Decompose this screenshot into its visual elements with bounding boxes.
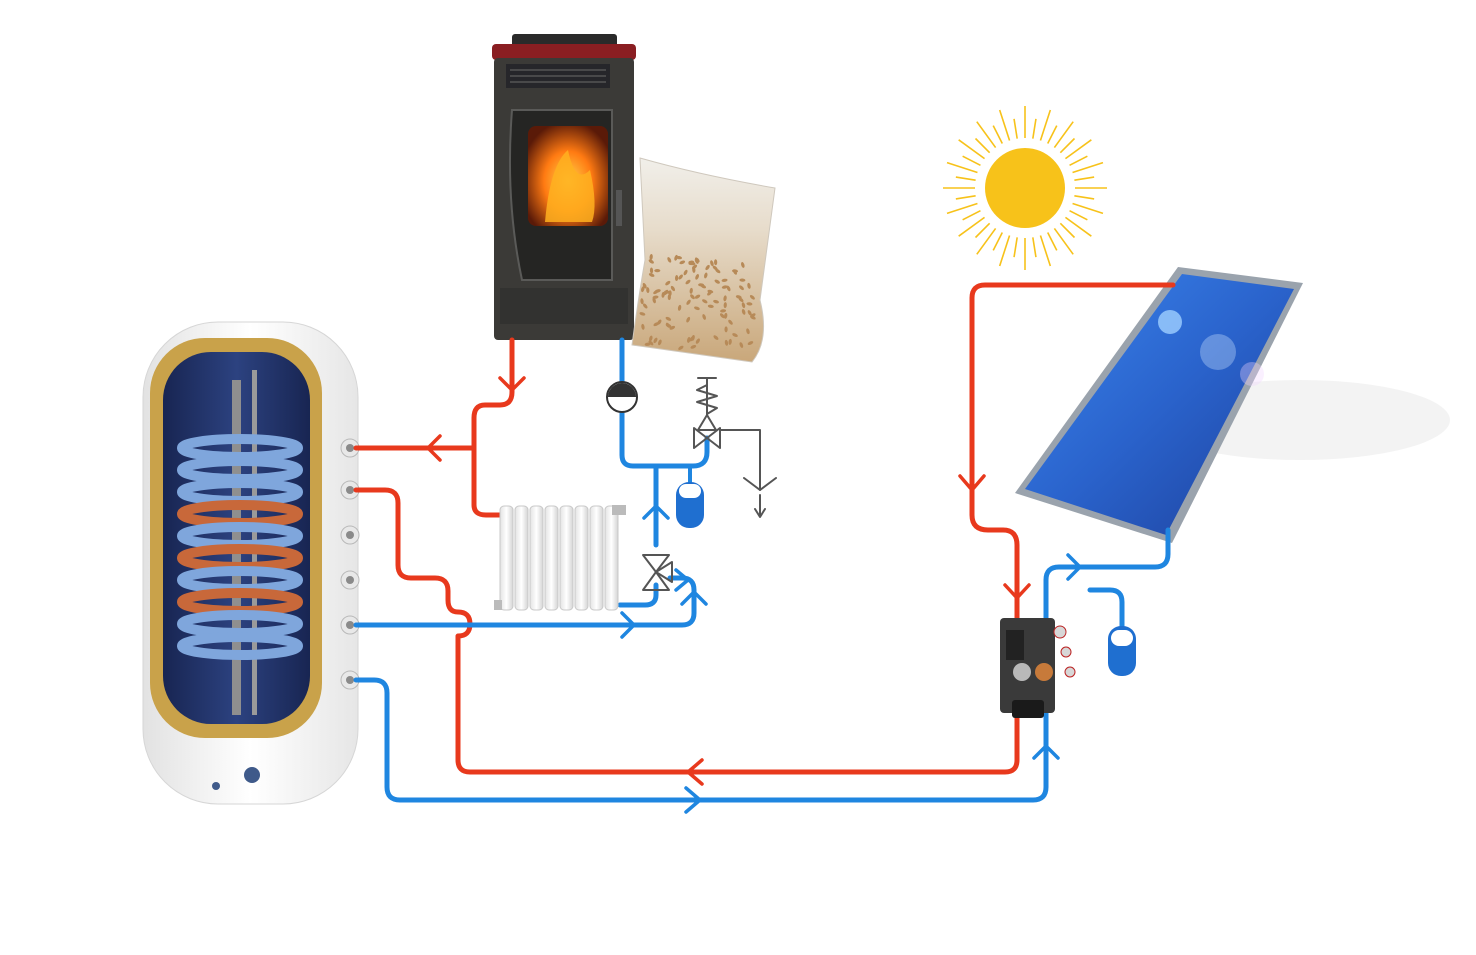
sun-ray (947, 163, 977, 173)
sun-ray (1048, 233, 1057, 251)
solar-vessel-icon (1108, 626, 1136, 676)
sun-ray (1070, 211, 1088, 220)
valve-icon (694, 378, 760, 470)
tank-icon (143, 322, 359, 804)
sun-ray (956, 177, 976, 180)
sun-ray (1000, 110, 1010, 140)
sun-ray (976, 223, 990, 237)
sun-ray (1000, 236, 1010, 266)
bag-icon (632, 158, 775, 362)
radiator-fin (500, 506, 513, 610)
sun-ray (1070, 156, 1088, 165)
sun-ray (1073, 163, 1103, 173)
radiator-fin (590, 506, 603, 610)
sun-ray (1014, 237, 1017, 257)
vessel-icon (676, 466, 704, 528)
sun-ray (993, 126, 1002, 144)
sun-ray (1074, 177, 1094, 180)
radiator-fin (545, 506, 558, 610)
pump-station-icon (1000, 618, 1075, 718)
radiator-fin (560, 506, 573, 610)
sun-ray (1074, 196, 1094, 199)
sun-ray (1014, 119, 1017, 139)
sun-ray (947, 203, 977, 213)
sun-ray (1060, 223, 1074, 237)
solar-panel-icon (1015, 267, 1450, 543)
sun-ray (1040, 236, 1050, 266)
radiator-fin (575, 506, 588, 610)
sun-ray (1048, 126, 1057, 144)
radiator-fin (530, 506, 543, 610)
sun-ray (1060, 139, 1074, 153)
sun-ray (963, 156, 981, 165)
sun-ray (1033, 237, 1036, 257)
stove-icon (492, 34, 636, 340)
sun-ray (1040, 110, 1050, 140)
pump-icon (607, 382, 637, 412)
sun-ray (1073, 203, 1103, 213)
sun-ray (976, 139, 990, 153)
radiator-icon (494, 505, 626, 610)
sun-icon (943, 106, 1107, 270)
sun-ray (956, 196, 976, 199)
radiator-fin (605, 506, 618, 610)
sun-ray (963, 211, 981, 220)
drain-icon (744, 470, 776, 517)
sun-ray (1033, 119, 1036, 139)
radiator-fin (515, 506, 528, 610)
sun-ray (993, 233, 1002, 251)
